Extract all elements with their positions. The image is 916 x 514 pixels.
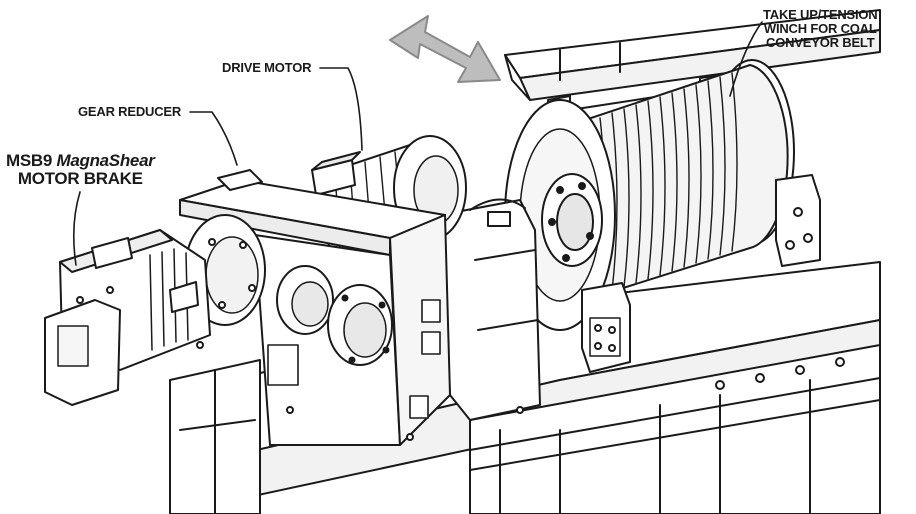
take-up-winch-label: TAKE UP/TENSION WINCH FOR COAL CONVEYOR … — [763, 8, 878, 50]
motor-brake-label-line2: MOTOR BRAKE — [17, 169, 143, 188]
take-up-winch-label-line1: TAKE UP/TENSION — [763, 7, 878, 22]
motor-brake-label-line1: MSB9 MagnaShear — [6, 152, 155, 170]
coupling-housing — [439, 198, 541, 421]
drive-motor-label: DRIVE MOTOR — [222, 60, 312, 75]
motor-brake — [44, 229, 211, 406]
motor-brake-label: MSB9 MagnaShear MOTOR BRAKE — [6, 152, 155, 188]
take-up-winch-label-line3: CONVEYOR BELT — [766, 35, 875, 50]
leader-lines — [72, 21, 763, 266]
take-up-winch-label-line2: WINCH FOR COAL — [763, 21, 877, 36]
gear-reducer — [179, 169, 451, 446]
direction-arrow-icon — [389, 15, 501, 83]
right-bearing-block — [775, 174, 821, 267]
gear-reducer-label: GEAR REDUCER — [78, 104, 182, 119]
front-bearing-block — [581, 282, 631, 373]
motor-brake-model: MSB9 — [6, 151, 57, 170]
motor-brake-product-name: MagnaShear — [56, 151, 155, 170]
